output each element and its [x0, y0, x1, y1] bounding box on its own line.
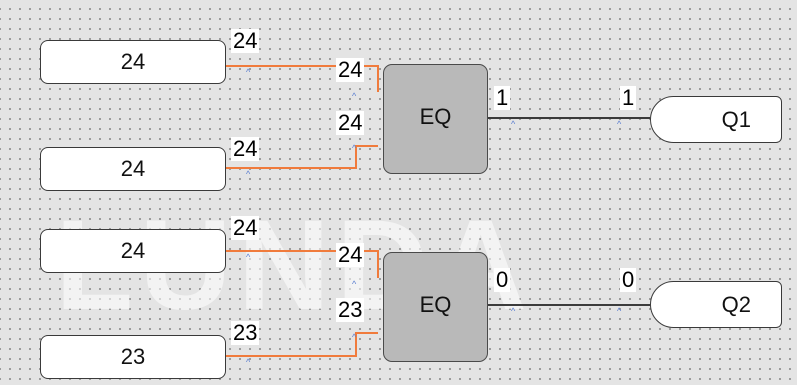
- connection-pin-icon[interactable]: ^: [617, 306, 622, 316]
- wire-const-3-to-eq-2: [226, 250, 379, 278]
- wire-value-label: 24: [231, 136, 260, 161]
- connection-pin-icon[interactable]: ^: [352, 279, 357, 289]
- eq-comparator-block-2[interactable]: EQ: [383, 252, 488, 362]
- wire-value-label: 24: [231, 28, 260, 53]
- constant-block-3[interactable]: 24: [40, 229, 226, 273]
- output-coil-q1[interactable]: Q1: [650, 96, 782, 143]
- eq-comparator-block-1[interactable]: EQ: [383, 64, 488, 174]
- constant-block-2[interactable]: 24: [40, 147, 226, 191]
- connection-pin-icon[interactable]: ^: [511, 119, 516, 129]
- block-input-value: 24: [336, 57, 365, 82]
- connection-pin-icon[interactable]: ^: [352, 91, 357, 101]
- connection-pin-icon[interactable]: ^: [352, 332, 357, 342]
- wire-const-2-to-eq-1: [226, 145, 378, 169]
- coil-input-value: 0: [620, 267, 637, 292]
- block-input-value: 23: [336, 297, 365, 322]
- connection-pin-icon[interactable]: ^: [246, 169, 251, 179]
- wire-const-1-to-eq-1: [226, 65, 379, 92]
- constant-block-4[interactable]: 23: [40, 335, 226, 379]
- block-input-value: 24: [336, 110, 365, 135]
- block-output-value: 0: [494, 267, 511, 292]
- wire-value-label: 23: [231, 320, 260, 345]
- connection-pin-icon[interactable]: ^: [246, 252, 251, 262]
- connection-pin-icon[interactable]: ^: [246, 67, 251, 77]
- block-output-value: 1: [494, 85, 511, 110]
- constant-block-1[interactable]: 24: [40, 40, 226, 84]
- output-coil-q2[interactable]: Q2: [650, 281, 782, 328]
- wire-value-label: 24: [231, 215, 260, 240]
- block-input-value: 24: [336, 242, 365, 267]
- connection-pin-icon[interactable]: ^: [246, 357, 251, 367]
- connection-pin-icon[interactable]: ^: [352, 143, 357, 153]
- wire-const-4-to-eq-2: [226, 332, 378, 357]
- connection-pin-icon[interactable]: ^: [617, 119, 622, 129]
- coil-input-value: 1: [620, 85, 637, 110]
- connection-pin-icon[interactable]: ^: [511, 306, 516, 316]
